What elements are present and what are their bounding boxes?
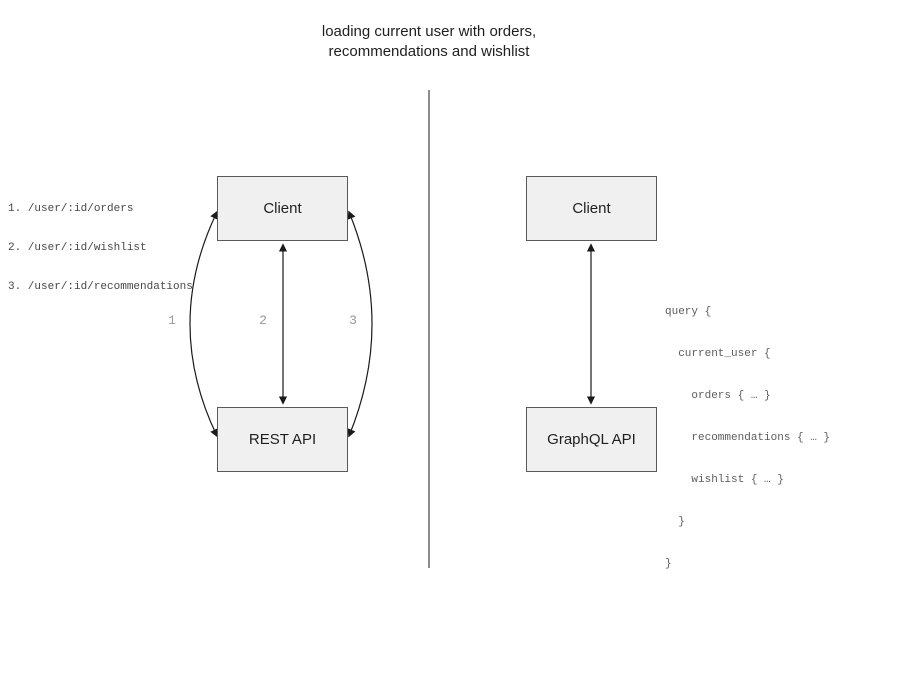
endpoint-orders: 1. /user/:id/orders [8,203,134,215]
query-line: query { [665,306,712,318]
rest-endpoints-list: 1. /user/:id/orders 2. /user/:id/wishlis… [8,177,193,320]
graphql-api-node-label: GraphQL API [547,431,636,448]
graphql-query-snippet: query { current_user { orders { … } reco… [665,277,830,599]
arrow-label-3: 3 [349,313,357,328]
rest-api-node: REST API [217,407,348,472]
query-line: current_user { [665,348,771,360]
title-line-2: recommendations and wishlist [328,43,530,60]
query-line: orders { … } [665,390,771,402]
query-line: wishlist { … } [665,474,784,486]
diagram-title: loading current user with orders, recomm… [129,22,729,62]
graphql-api-node: GraphQL API [526,407,657,472]
client-node-graphql: Client [526,176,657,241]
arrow-label-1: 1 [168,313,176,328]
rest-arrow-3-curve [347,210,373,438]
query-line: } [665,516,685,528]
client-node-rest: Client [217,176,348,241]
client-node-graphql-label: Client [572,200,611,217]
endpoint-wishlist: 2. /user/:id/wishlist [8,242,147,254]
query-line: } [665,558,672,570]
query-line: recommendations { … } [665,432,831,444]
arrow-label-2: 2 [259,313,267,328]
title-line-1: loading current user with orders, [321,23,537,40]
client-node-rest-label: Client [263,200,302,217]
rest-arrow-1-curve [189,210,218,438]
rest-api-node-label: REST API [248,431,317,448]
endpoint-recommendations: 3. /user/:id/recommendations [8,281,193,293]
